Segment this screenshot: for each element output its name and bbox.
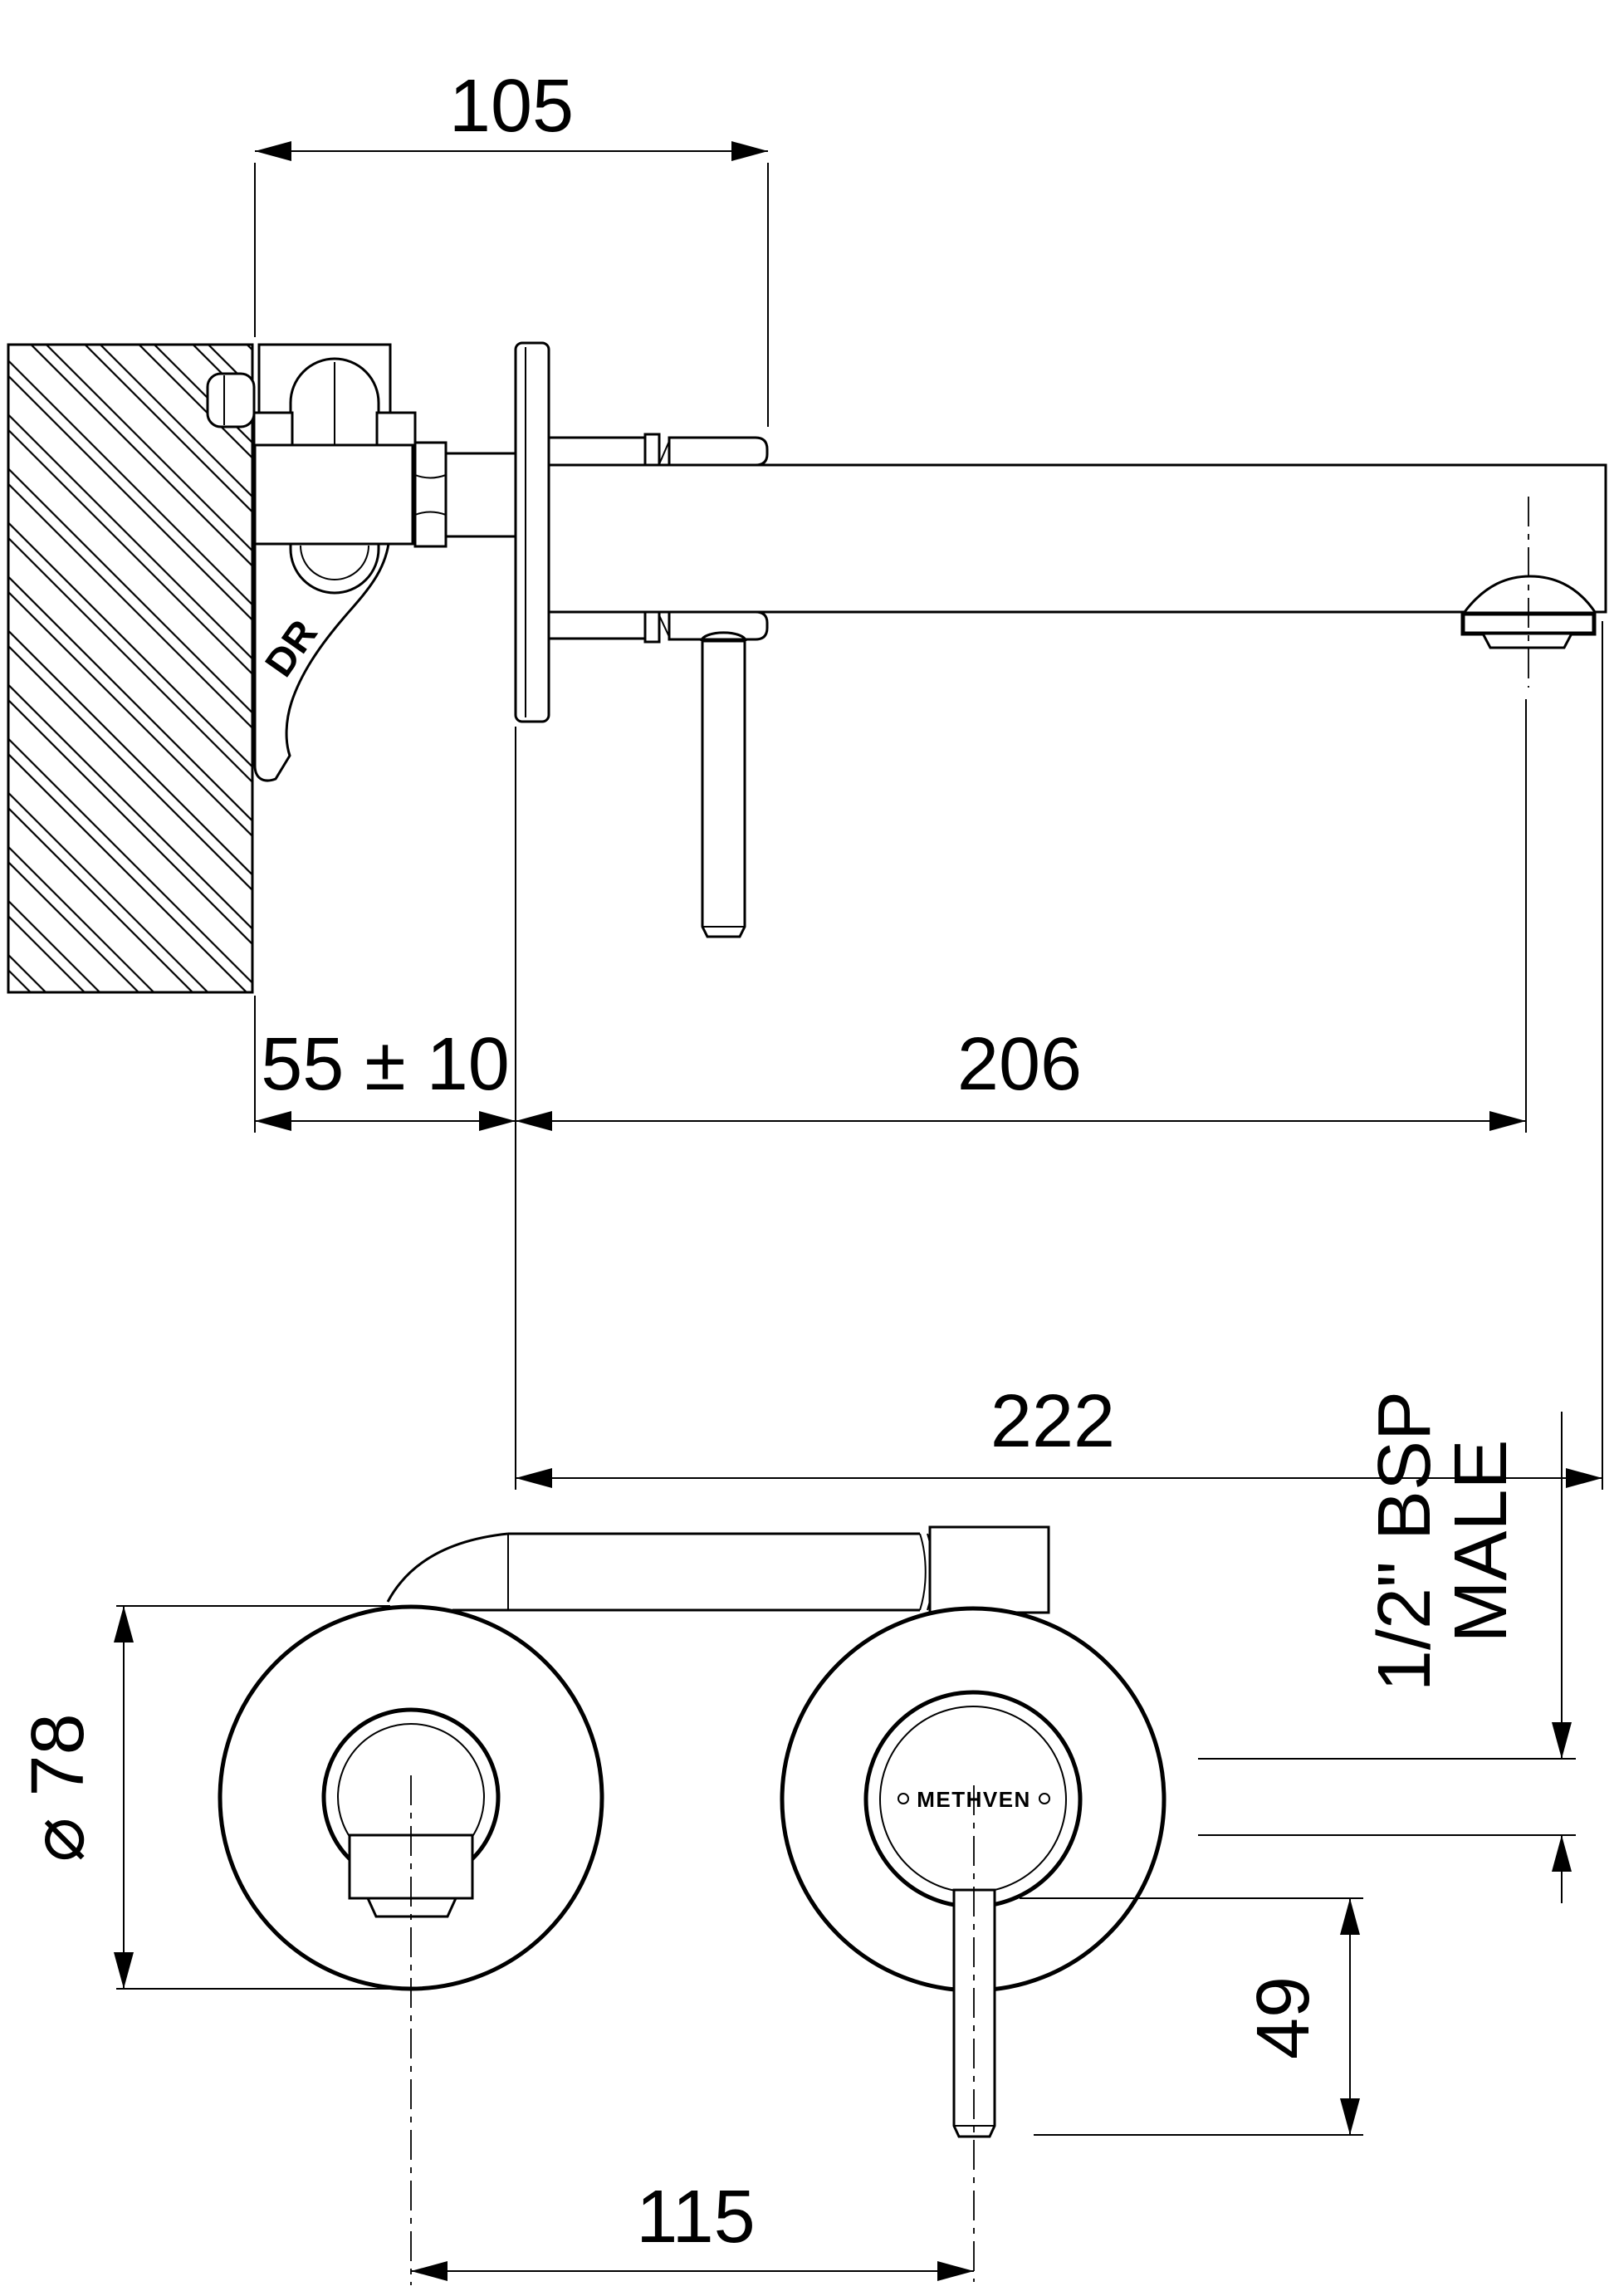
front-view: METHVEN ⌀ 78 115	[17, 1391, 1576, 2285]
spout-shank-bottom	[547, 610, 769, 644]
cartridge-dome-ring	[300, 545, 369, 580]
valve-body-casting	[253, 542, 390, 782]
dim-wall-depth: 55 ± 10	[254, 727, 516, 1490]
dim-spout-offset: 105	[254, 65, 769, 427]
wall-section	[7, 343, 254, 994]
dim-handle-drop-value: 49	[1242, 1976, 1325, 2059]
dim-reach-aerator-value: 206	[957, 1023, 1082, 1106]
dim-reach-aerator: 206	[516, 699, 1527, 1133]
hex-nut	[413, 441, 448, 548]
handle-side	[700, 631, 747, 938]
faceplate-side	[514, 341, 550, 723]
dim-plate-diameter-value: ⌀ 78	[17, 1713, 100, 1862]
spout-nipple	[444, 452, 517, 538]
dim-reach-total-value: 222	[990, 1380, 1115, 1463]
valve-body-block	[253, 443, 414, 546]
dim-wall-depth-value: 55 ± 10	[261, 1023, 510, 1106]
dim-centres-value: 115	[636, 2176, 755, 2259]
dim-spout-offset-value: 105	[449, 65, 574, 148]
thread-callout: 1/2" BSP MALE	[1198, 1391, 1576, 1903]
wall-fixing-stud	[206, 372, 256, 428]
dim-plate-diameter: ⌀ 78	[17, 1605, 390, 1990]
screw-hole-left	[897, 1793, 909, 1804]
thread-spec-line1: 1/2" BSP	[1363, 1391, 1446, 1691]
dim-centres: 115	[411, 2176, 974, 2281]
spout-side	[547, 463, 1607, 614]
spout-front	[386, 1525, 1050, 1614]
spout-shank-top	[547, 433, 769, 468]
dim-handle-drop: 49	[1020, 1897, 1363, 2136]
screw-hole-right	[1039, 1793, 1050, 1804]
thread-spec-line2: MALE	[1440, 1439, 1523, 1642]
side-view: DR	[7, 65, 1607, 1490]
dim-reach-total: 222	[516, 621, 1603, 1490]
